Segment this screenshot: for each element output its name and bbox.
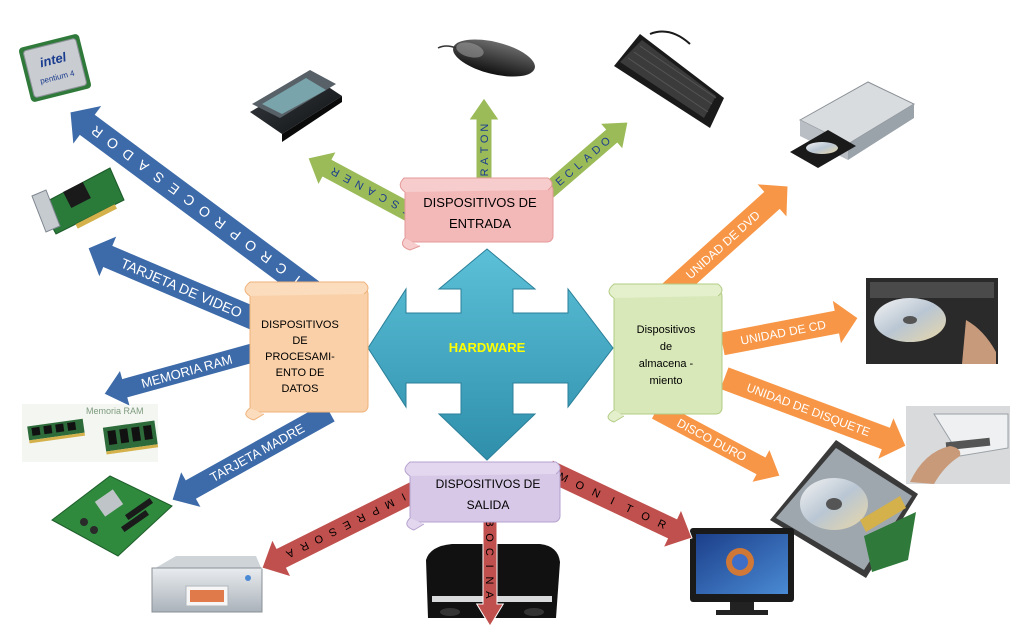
keyboard-image <box>614 30 724 128</box>
procesamiento-line4: ENTO DE <box>276 367 325 379</box>
arrow-shape <box>87 234 268 334</box>
motherboard-image <box>51 475 173 557</box>
graphics-card-image <box>31 167 125 235</box>
arrow-monitor: MONITOR <box>542 459 693 549</box>
ram-image: Memoria RAM <box>22 404 159 462</box>
almacenamiento-line3: almacena - <box>639 358 694 370</box>
arrow-label: UNIDAD DE DVD <box>683 208 763 282</box>
arrow-shape <box>650 400 781 484</box>
arrow-shape <box>533 121 629 206</box>
mouse-image <box>437 39 535 77</box>
arrow-shape <box>69 104 335 314</box>
salida-title-line2: SALIDA <box>467 498 510 512</box>
arrow-memoria-ram: MEMORIA RAM <box>103 341 260 408</box>
arrow-label: RATON <box>479 124 491 177</box>
hub-label: HARDWARE <box>449 340 526 355</box>
arrow-raton: RATON <box>467 97 501 187</box>
arrow-label: IMPRESORA <box>284 490 408 560</box>
arrow-shape <box>475 507 505 627</box>
arrow-shape <box>103 341 260 408</box>
arrow-shape <box>467 97 501 187</box>
arrow-shape <box>171 401 337 509</box>
arrow-label: TARJETA MADRE <box>207 420 307 485</box>
salida-title-line1: DISPOSITIVOS DE <box>436 477 541 491</box>
arrow-bocina: BOCINA <box>475 507 505 627</box>
arrow-teclado: TECLADO <box>533 121 629 206</box>
monitor-image <box>690 528 794 615</box>
arrows-layer: ESCANERRATONTECLADOMICROPROCESADORTARJET… <box>69 97 907 627</box>
procesamiento-box: DISPOSITIVOS DE PROCESAMI- ENTO DE DATOS <box>244 281 369 421</box>
entrada-box: DISPOSITIVOS DE ENTRADA <box>399 177 554 251</box>
almacenamiento-box: Dispositivos de almacena - miento <box>607 283 723 423</box>
floppy-drive-image <box>906 406 1010 484</box>
cpu-brand-text: intel <box>38 49 68 70</box>
entrada-title-line1: DISPOSITIVOS DE <box>423 195 537 210</box>
arrow-shape <box>719 366 907 461</box>
dvd-drive-image <box>790 81 916 168</box>
hard-disk-image <box>770 440 918 578</box>
almacenamiento-line1: Dispositivos <box>637 324 696 336</box>
entrada-title-line2: ENTRADA <box>449 216 511 231</box>
ram-caption-text: Memoria RAM <box>86 406 144 416</box>
procesamiento-line3: PROCESAMI- <box>265 351 335 363</box>
arrow-impresora: IMPRESORA <box>261 479 424 578</box>
salida-box: DISPOSITIVOS DE SALIDA <box>404 461 561 531</box>
printer-image <box>151 556 263 613</box>
scanner-image <box>250 70 342 142</box>
arrow-shape <box>261 479 424 578</box>
arrow-label: UNIDAD DE DISQUETE <box>745 380 872 439</box>
cpu-image: intel pentium 4 <box>18 34 92 102</box>
arrow-unidad-cd: UNIDAD DE CD <box>719 298 859 357</box>
almacenamiento-line4: miento <box>649 375 682 387</box>
almacenamiento-line2: de <box>660 341 672 353</box>
hardware-hub: HARDWARE <box>367 248 614 461</box>
procesamiento-line2: DE <box>292 335 307 347</box>
cd-drive-image <box>866 278 998 364</box>
arrow-label: TARJETA DE VIDEO <box>118 255 244 321</box>
procesamiento-line1: DISPOSITIVOS <box>261 319 339 331</box>
arrow-shape <box>542 459 693 549</box>
arrow-label: BOCINA <box>483 519 495 599</box>
procesamiento-line5: DATOS <box>282 383 319 395</box>
arrow-shape <box>719 298 859 357</box>
arrow-label: DISCO DURO <box>675 416 749 464</box>
